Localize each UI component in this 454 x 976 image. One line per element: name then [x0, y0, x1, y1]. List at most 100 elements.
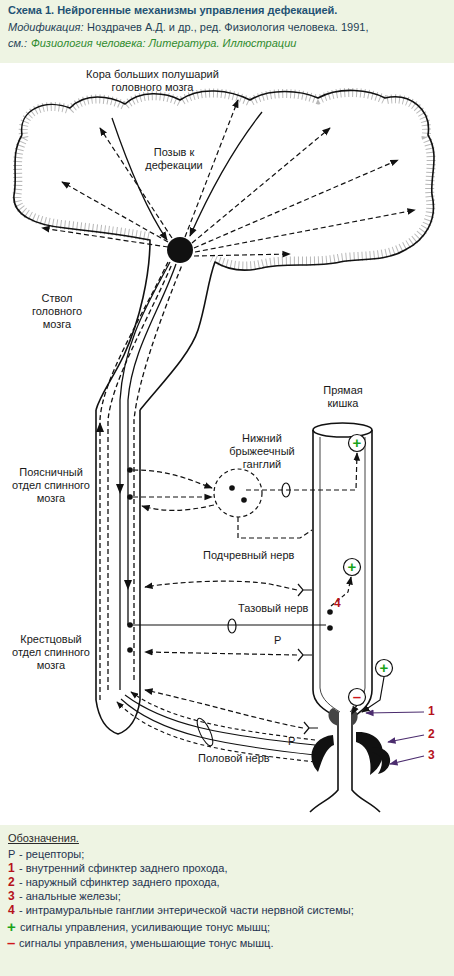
legend-text: - рецепторы;	[19, 848, 84, 861]
legend-text: сигналы управления, уменьшающие тонус мы…	[19, 937, 273, 950]
part-label: Тазовый нерв	[238, 602, 308, 615]
receptor-label: Р	[288, 735, 295, 748]
pudendal-nerve-part	[131, 692, 315, 740]
cortical-projections-part	[194, 160, 398, 248]
cortical-projections-part	[100, 128, 172, 238]
lumbar-ganglion-pathway-part	[238, 517, 312, 538]
brain-outline-part	[17, 92, 431, 266]
cortical-descending-part	[190, 112, 262, 236]
cortical-projections-part	[62, 182, 168, 242]
urge-center-part	[167, 237, 193, 263]
spinal-pathways-part	[108, 264, 172, 690]
source-note: Модификация:	[8, 21, 83, 34]
pudendal-nerve-part	[121, 699, 315, 755]
lumbar-ganglion-pathway-part	[127, 467, 133, 473]
lumbar-ganglion-pathway-part	[142, 505, 214, 510]
legend-title: Обозначения.	[8, 832, 79, 845]
legend-text: сигналы управления, усиливающие тонус мы…	[20, 921, 270, 934]
background-part	[0, 0, 454, 63]
pudendal-nerve-part	[194, 716, 216, 747]
rectum-part	[320, 437, 340, 712]
pudendal-nerve	[117, 692, 315, 762]
signal-sign: +	[343, 559, 361, 575]
source-link: Физиология человека: Литература. Иллюстр…	[31, 37, 296, 50]
cortical-projections-part	[194, 254, 290, 256]
external-sphincter-part	[311, 735, 334, 772]
cortical-descending-part	[112, 118, 167, 240]
part-label: Подчревный нерв	[203, 549, 294, 562]
legend-text: - интрамуральные ганглии энтерической ча…	[19, 904, 354, 917]
figure-title: Схема 1. Нейрогенные механизмы управлени…	[8, 4, 337, 17]
sacral-pathway-part	[327, 609, 333, 615]
legend-key: Р	[8, 848, 15, 861]
background-part	[0, 825, 454, 976]
legend-text: - внутренний сфинктер заднего прохода,	[19, 862, 227, 875]
sacral-pathway-part	[304, 722, 318, 734]
source-note: см.:	[8, 37, 27, 50]
spinal-pathways-part	[96, 422, 104, 432]
legend-text: - анальные железы;	[19, 890, 121, 903]
sacral-pathway-part	[145, 690, 303, 728]
callout-leaders	[366, 712, 424, 764]
signal-sign: +	[375, 660, 393, 676]
sacral-pathway-part	[228, 619, 236, 633]
sacral-pathway	[127, 577, 384, 734]
urge-center-part	[165, 235, 195, 265]
spinal-pathways-part	[128, 264, 176, 625]
spinal-pathways-part	[124, 580, 132, 590]
brain-outline-part	[22, 90, 434, 410]
callout-number: 1	[428, 705, 435, 718]
signal-circles-part	[349, 435, 366, 452]
sacral-pathway-part	[145, 581, 297, 590]
legend-text: - наружный сфинктер заднего прохода,	[19, 876, 220, 889]
cortical-projections-part	[42, 228, 168, 247]
cortical-descending	[112, 112, 262, 240]
callout-number: 3	[428, 749, 435, 762]
lumbar-ganglion-pathway-part	[241, 497, 247, 503]
lumbar-ganglion-pathway-part	[127, 494, 133, 500]
legend-key: 4	[8, 904, 15, 917]
spinal-pathways	[96, 262, 182, 700]
lumbar-ganglion-pathway-part	[133, 470, 212, 488]
legend-key: –	[7, 935, 15, 951]
lumbar-ganglion-pathway-part	[229, 485, 235, 491]
background-part	[0, 63, 454, 825]
callout-leaders-part	[388, 735, 424, 742]
spinal-pathways-part	[134, 265, 182, 680]
part-label: Позыв к дефекации	[138, 146, 210, 172]
callout-leaders-part	[390, 756, 424, 764]
legend-key: 3	[8, 890, 15, 903]
legend-key: 1	[8, 862, 15, 875]
pudendal-nerve-part	[125, 695, 315, 745]
callout-number: 2	[428, 728, 435, 741]
source-note: Ноздрачев А.Д. и др., ред. Физиология че…	[87, 21, 368, 34]
internal-sphincter-part	[328, 708, 339, 726]
callout-leaders-part	[366, 712, 424, 713]
signal-circles-part	[376, 660, 393, 677]
cortical-projections-part	[195, 210, 415, 252]
legend-key: +	[7, 919, 16, 935]
cortical-projections-part	[192, 128, 330, 243]
lumbar-ganglion-pathway	[127, 453, 357, 538]
sacral-pathway-part	[327, 625, 333, 631]
external-sphincter	[311, 732, 390, 775]
sacral-pathway-part	[145, 652, 297, 655]
callout-number: 4	[334, 597, 341, 610]
sacral-pathway-part	[352, 705, 357, 714]
brain-outline	[14, 90, 434, 410]
lumbar-ganglion-pathway-part	[214, 469, 262, 517]
part-label: Прямая кишка	[313, 384, 373, 410]
spinal-pathways-part	[116, 484, 124, 494]
receptor-label: Р	[274, 634, 281, 647]
signal-circles-part	[349, 689, 366, 706]
sacral-pathway-part	[298, 584, 312, 596]
lumbar-ganglion-pathway-part	[282, 483, 290, 497]
cortical-projections	[42, 100, 415, 256]
external-sphincter-part	[372, 748, 390, 774]
part-label: Крестцовый отдел спинного мозга	[8, 633, 94, 672]
part-label: Поясничный отдел спинного мозга	[8, 466, 94, 505]
legend-key: 2	[8, 876, 15, 889]
sacral-pathway-part	[127, 647, 133, 653]
